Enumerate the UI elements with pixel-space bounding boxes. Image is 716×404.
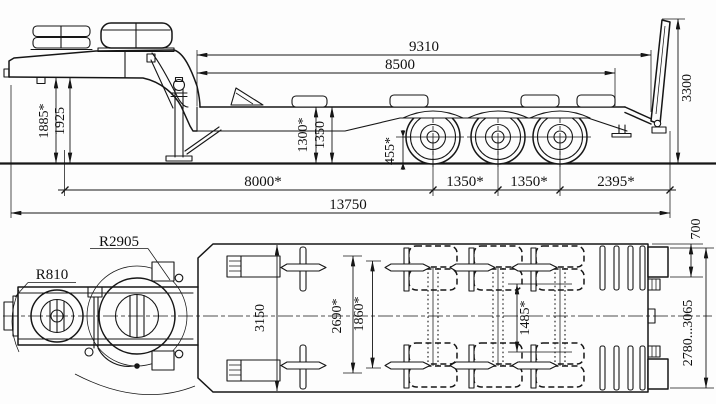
side-view: 9310 8500 3300 1885* 1925 1300* 1350 455… [0,18,716,218]
dim-dual-wheel-track: 1485* [518,301,533,336]
rear-ramp [650,19,671,134]
dim-deck-height-laden: 1300* [296,118,311,153]
deck-cover [389,94,429,108]
toolboxes [226,255,281,382]
dim-rear-width-range: 2780...3065 [681,300,696,367]
dim-overall-width: 3150 [253,304,268,332]
dim-upper-length: 9310 [409,39,439,55]
plan-dimensions: 3150 2690* 1860* 1485* 700 2780...3065 [253,219,714,392]
gooseneck-plan [3,261,199,395]
dim-ramp-height: 3300 [680,74,695,102]
spare-wheels [30,22,175,53]
dim-gooseneck-height-laden: 1885* [37,104,52,139]
turntable [98,277,176,355]
deck-cover [520,94,560,108]
dim-rear-overhang: 2395* [597,174,635,190]
plan-deck-outline [197,243,649,393]
landing-gear [165,76,222,162]
axles-plan [384,245,585,389]
wheel-chock [230,87,264,106]
wheel [529,108,591,167]
dim-axle-spacing-a: 1350* [446,174,484,190]
dim-deck-height: 1350 [313,121,328,149]
toolbox [226,255,281,278]
plan-view: R810 R2905 3150 2690* 1860* 1485* [3,219,714,395]
rear-block [647,358,669,390]
deck-fittings [230,87,616,108]
label-swing-radius: R2905 [99,234,139,250]
label-front-swing-radius: R810 [36,267,69,283]
dim-spring-track: 1860* [352,297,367,332]
gooseneck [3,49,201,132]
side-dimensions: 9310 8500 3300 1885* 1925 1300* 1350 455… [10,18,695,218]
dim-gooseneck-to-first-axle: 8000* [244,174,282,190]
dim-axle-spacing-b: 1350* [510,174,548,190]
toolbox [226,359,281,382]
axle-plan [384,245,458,389]
dim-frame-width: 2690* [330,299,345,334]
kingpin [36,76,46,85]
dim-gooseneck-height: 1925 [53,107,68,135]
deck-cover [291,95,328,108]
dim-axle-center-height: 455* [383,137,398,165]
dim-rear-extension: 700 [689,219,704,240]
rear-block [647,246,669,278]
dim-overall-length: 13750 [329,197,367,213]
rear-equipment [599,245,669,391]
axle-plan [449,245,523,389]
hose [97,347,135,367]
dim-deck-length: 8500 [385,57,415,73]
radius-callouts: R810 R2905 [11,234,171,353]
front-bogie-wheel [30,289,84,343]
deck-cover [576,94,616,108]
cross-members [280,246,327,390]
